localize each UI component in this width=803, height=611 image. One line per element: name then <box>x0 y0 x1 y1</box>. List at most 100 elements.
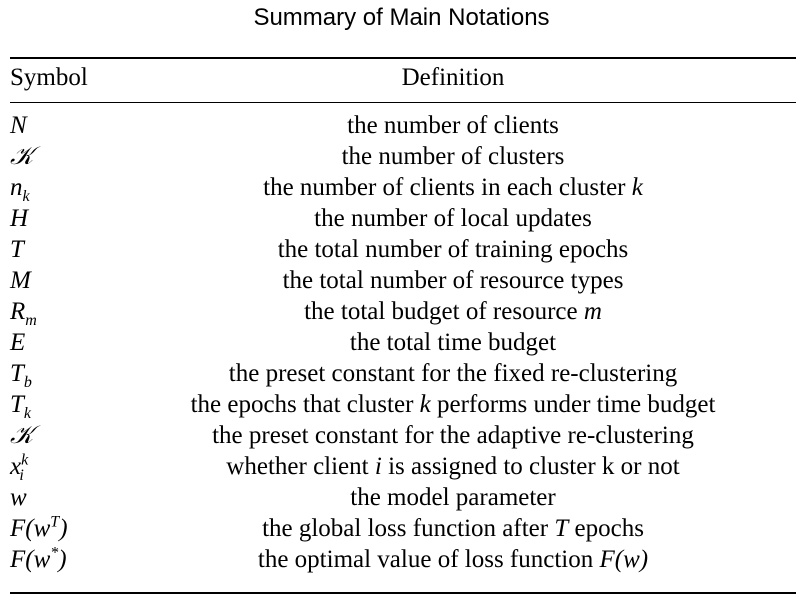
symbol-cell: Tk <box>10 389 32 422</box>
symbol-base: x <box>10 453 22 480</box>
definition-text-after: performs under time budget <box>430 391 716 418</box>
definition-text: the preset constant for the adaptive re-… <box>212 422 694 449</box>
symbol-cell: M <box>10 265 31 296</box>
symbol-base: E <box>10 329 26 356</box>
symbol-base: 𝒦 <box>10 143 34 170</box>
definition-text: the number of clusters <box>341 143 565 170</box>
symbol-cell: nk <box>10 172 30 205</box>
definition-text: the global loss function after <box>262 515 555 542</box>
definition-text: the optimal value of loss function <box>257 546 600 573</box>
symbol-cell: F(wT) <box>10 513 68 544</box>
definition-cell: the preset constant for the adaptive re-… <box>110 420 796 451</box>
definition-variable: k <box>631 174 643 201</box>
definition-text: whether client <box>226 453 375 480</box>
definition-text: the total number of resource types <box>282 267 624 294</box>
symbol-subscript: k <box>22 188 30 205</box>
definition-cell: the total time budget <box>110 327 796 358</box>
definition-cell: the model parameter <box>110 482 796 513</box>
symbol-base: F(w <box>10 546 51 573</box>
symbol-base: 𝒦 <box>10 422 34 449</box>
definition-cell: the total number of resource types <box>110 265 796 296</box>
symbol-cell: H <box>10 203 28 234</box>
symbol-close-paren: ) <box>58 546 67 573</box>
definition-text: the number of clients <box>347 112 559 139</box>
table-row: Tb the preset constant for the fixed re-c… <box>0 358 803 391</box>
definition-text-after: is assigned to cluster k or not <box>381 453 680 480</box>
symbol-column-header: Symbol <box>10 64 88 91</box>
definition-text: the total time budget <box>349 329 557 356</box>
table-row: w the model parameter <box>0 482 803 513</box>
top-rule <box>10 57 796 59</box>
symbol-superscript: T <box>50 513 60 531</box>
symbol-subscript: i <box>19 467 24 484</box>
table-row: F(w*) the optimal value of loss function … <box>0 544 803 575</box>
symbol-cell: N <box>10 110 27 141</box>
definition-variable: T <box>554 515 569 542</box>
definition-cell: whether client i is assigned to cluster … <box>110 451 796 482</box>
definition-cell: the total budget of resource m <box>110 296 796 327</box>
symbol-cell: E <box>10 327 25 358</box>
symbol-base: T <box>10 360 24 387</box>
definition-column-header: Definition <box>401 64 505 91</box>
definition-text: the epochs that cluster <box>190 391 420 418</box>
definition-variable: m <box>583 298 602 325</box>
bottom-rule <box>10 592 796 594</box>
symbol-base: n <box>10 174 23 201</box>
symbol-cell: w <box>10 482 27 513</box>
symbol-base: R <box>10 298 26 325</box>
definition-variable: i <box>374 453 382 480</box>
definition-text-after: epochs <box>568 515 644 542</box>
symbol-subscript: m <box>25 312 37 329</box>
definition-cell: the number of local updates <box>110 203 796 234</box>
symbol-cell: Rm <box>10 296 37 329</box>
symbol-superscript: * <box>50 544 59 562</box>
definition-variable: k <box>419 391 431 418</box>
definition-cell: the global loss function after T epochs <box>110 513 796 544</box>
symbol-subscript: k <box>23 405 32 422</box>
definition-cell: the number of clients <box>110 110 796 141</box>
symbol-cell: T <box>10 234 24 265</box>
definition-text: the total budget of resource <box>304 298 584 325</box>
definition-cell: the optimal value of loss function F(w) <box>110 544 796 575</box>
symbol-base: T <box>10 236 24 263</box>
symbol-base: N <box>10 112 27 139</box>
definition-cell: the epochs that cluster k performs under… <box>110 389 796 420</box>
symbol-cell: Tb <box>10 358 32 391</box>
symbol-base: w <box>10 484 27 511</box>
definition-cell: the total number of training epochs <box>110 234 796 265</box>
symbol-cell: 𝒦 <box>10 420 33 451</box>
header-rule <box>10 102 796 103</box>
definition-variable: F(w) <box>599 546 649 573</box>
symbol-base: T <box>10 391 24 418</box>
symbol-cell: F(w*) <box>10 544 67 575</box>
symbol-base: M <box>10 267 31 294</box>
symbol-close-paren: ) <box>59 515 68 542</box>
symbol-cell: 𝒦 <box>10 141 33 172</box>
definition-cell: the number of clusters <box>110 141 796 172</box>
symbol-base: H <box>10 205 29 232</box>
symbol-base: F(w <box>10 515 51 542</box>
symbol-cell: xki <box>10 451 28 484</box>
table-title: Summary of Main Notations <box>253 4 550 31</box>
definition-text: the number of local updates <box>314 205 592 232</box>
symbol-superscript: k <box>21 451 29 469</box>
definition-text: the model parameter <box>350 484 556 511</box>
definition-text: the total number of training epochs <box>277 236 629 263</box>
definition-cell: the preset constant for the fixed re-clu… <box>110 358 796 389</box>
symbol-subscript: b <box>23 374 32 391</box>
table-row: F(wT)the global loss function after T ep… <box>0 513 803 544</box>
definition-text: the number of clients in each cluster <box>263 174 632 201</box>
definition-cell: the number of clients in each cluster k <box>110 172 796 203</box>
